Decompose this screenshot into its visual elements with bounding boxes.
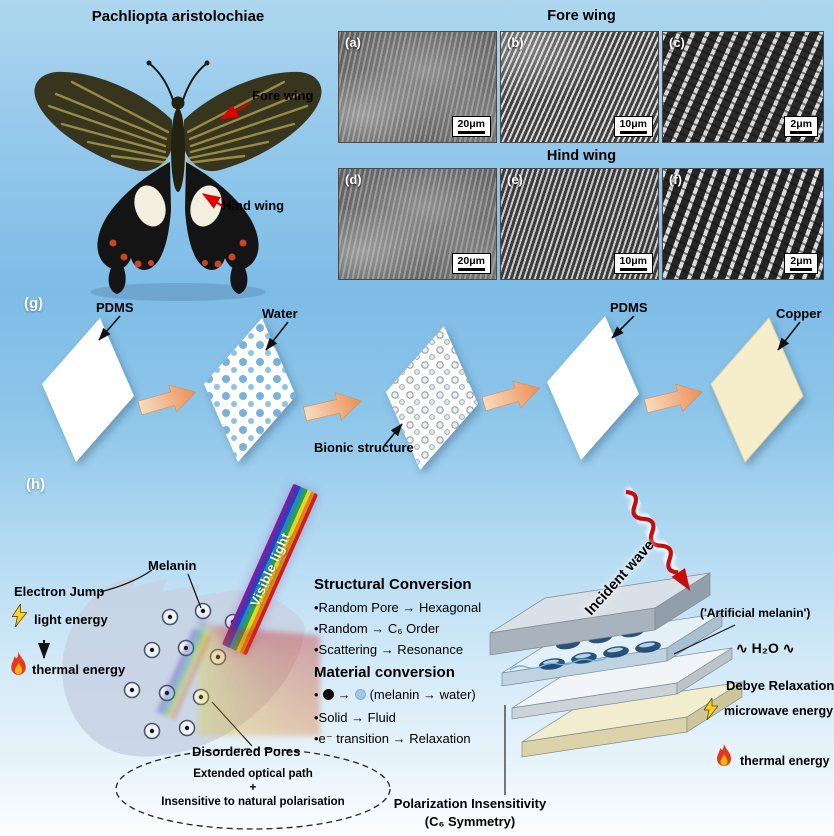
process-arrow-3 [479, 374, 544, 418]
hind-wing-header: Hind wing [546, 148, 617, 164]
melanin-label: Melanin [148, 558, 197, 573]
sem-panel-b: (b) 10μm [500, 31, 659, 143]
material-item-melanin-water: • → (melanin → water) [314, 687, 476, 702]
sem-panel-f: (f) 2μm [662, 168, 824, 280]
flame-icon [714, 744, 734, 775]
material-item: •Solid → Fluid [314, 710, 396, 725]
material-conversion-title: Material conversion [314, 664, 455, 681]
fore-wing-header: Fore wing [547, 8, 616, 24]
panel-h-label: (h) [26, 476, 46, 493]
debye-relaxation-label: Debye Relaxation [726, 678, 834, 693]
thermal-energy-right-label: thermal energy [740, 754, 830, 768]
process-arrow-2 [301, 387, 365, 428]
scale-bar-line [619, 131, 647, 134]
bionic-structure-label: Bionic structure [314, 440, 414, 455]
butterfly-species-title: Pachliopta aristolochiae [91, 8, 265, 25]
hind-wing-pointer-label: Hind wing [222, 198, 285, 213]
artificial-melanin-label: ('Artificial melanin') [700, 606, 811, 620]
material-item: •e⁻ transition → Relaxation [314, 731, 471, 746]
pdms-film-2 [547, 316, 639, 460]
process-arrow-1 [135, 378, 200, 422]
scale-bar-line [790, 268, 812, 271]
scale-bar: 20μm [451, 252, 491, 274]
water-label: Water [262, 306, 298, 321]
incident-wave-label: Incident wave [582, 537, 658, 619]
fore-wing-pointer-label: Fore wing [252, 88, 314, 103]
h2o-label: ∿ H₂O ∿ [736, 640, 795, 656]
process-arrow-4 [642, 378, 706, 420]
arrow-glyph: → [337, 687, 351, 702]
bullet: • [314, 687, 319, 702]
panel-letter: (f) [669, 172, 682, 187]
butterfly-annotation-arrows [202, 102, 251, 209]
sem-panel-c: (c) 2μm [662, 31, 824, 143]
flame-icon [8, 652, 29, 684]
process-diamonds [42, 315, 804, 470]
pdms-label-2: PDMS [610, 300, 648, 315]
scale-bar-line [457, 131, 485, 134]
electron-jump-label: Electron Jump [14, 584, 105, 599]
panel-letter: (b) [507, 35, 524, 50]
scale-bar: 10μm [613, 252, 653, 274]
structural-item: •Scattering → Resonance [314, 642, 464, 657]
panel-letter: (d) [345, 172, 362, 187]
metamaterial-stack [489, 572, 743, 758]
stack-annotation-lines [504, 624, 736, 795]
copper-film [710, 317, 804, 463]
scale-bar: 2μm [784, 252, 818, 274]
panel-g-label: (g) [24, 295, 44, 312]
water-pores [509, 626, 661, 671]
lightning-icon [11, 602, 28, 632]
disordered-pores-label: Disordered Pores [192, 744, 301, 759]
sem-panel-e: (e) 10μm [500, 168, 659, 280]
polarization-insensitivity-label: Polarization Insensitivity [393, 796, 547, 811]
scale-bar: 20μm [451, 115, 491, 137]
microwave-energy-label: microwave energy [724, 704, 834, 718]
scale-bar: 2μm [784, 115, 818, 137]
panel-letter: (a) [345, 35, 361, 50]
optical-path-line1: Extended optical path [193, 768, 313, 780]
pdms-label-1: PDMS [96, 300, 134, 315]
optical-path-plus: + [249, 782, 257, 794]
dispersed-light-fan [198, 616, 320, 736]
structural-item: •Random Pore → Hexagonal [314, 600, 482, 615]
copper-label: Copper [776, 306, 822, 321]
panel-letter: (c) [669, 35, 685, 50]
scale-bar: 10μm [613, 115, 653, 137]
lightning-icon [703, 696, 719, 725]
pdms-film-1 [42, 318, 134, 462]
panel-letter: (e) [507, 172, 523, 187]
visible-light-label: Visible light [247, 530, 293, 609]
light-energy-label: light energy [34, 612, 108, 627]
thermal-energy-left-label: thermal energy [32, 662, 126, 677]
water-dot-icon [354, 689, 366, 700]
c6-symmetry-label: (C₆ Symmetry) [424, 814, 516, 829]
scale-bar-line [790, 131, 812, 134]
scale-bar-line [619, 268, 647, 271]
material-item-text: (melanin → water) [369, 687, 476, 702]
sem-panel-a: (a) 20μm [338, 31, 497, 143]
water-infused-film [204, 318, 296, 462]
structural-item: •Random → C₆ Order [314, 621, 440, 636]
melanin-dot-icon [322, 689, 334, 700]
sem-panel-d: (d) 20μm [338, 168, 497, 280]
scale-bar-line [457, 268, 485, 271]
structural-conversion-title: Structural Conversion [314, 576, 472, 593]
